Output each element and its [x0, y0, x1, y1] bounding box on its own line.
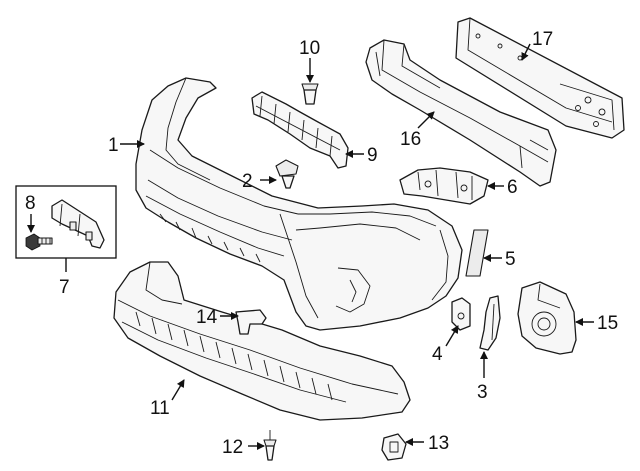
- callout-leaders: [27, 43, 594, 450]
- side-support: [479, 295, 501, 351]
- bumper-cover: [135, 77, 463, 331]
- callout-4: 4: [432, 344, 443, 365]
- reflector-strip: [465, 229, 489, 277]
- callout-2: 2: [242, 171, 253, 192]
- bolt-kit-box: [15, 185, 117, 259]
- upper-retainer: [251, 91, 349, 169]
- side-bracket: [399, 167, 489, 205]
- callout-5: 5: [505, 249, 516, 270]
- callout-15: 15: [597, 313, 618, 334]
- callout-numbers: 1 2 3 4 5 6 7 8 9 10 11 12 13 14 15 16 1…: [25, 29, 618, 458]
- bolt-icon: [25, 233, 53, 251]
- push-pin: [263, 430, 277, 461]
- callout-6: 6: [507, 177, 518, 198]
- clip-10: [301, 83, 319, 105]
- leader-4: [445, 325, 459, 347]
- leader-17: [521, 43, 531, 61]
- energy-absorber: [365, 39, 557, 187]
- callout-16: 16: [400, 129, 421, 150]
- nut-clip: [381, 433, 407, 461]
- callout-17: 17: [532, 29, 553, 50]
- callout-12: 12: [222, 437, 243, 458]
- callout-11: 11: [150, 398, 170, 419]
- small-bracket: [451, 297, 471, 331]
- lower-valance: [113, 261, 411, 421]
- fog-lamp-bracket: [517, 281, 577, 355]
- callout-1: 1: [108, 135, 119, 156]
- sensor-bracket: [235, 309, 267, 335]
- callout-10: 10: [299, 38, 320, 59]
- clip-2: [275, 159, 299, 189]
- leader-11: [171, 379, 185, 401]
- callout-7: 7: [59, 277, 70, 298]
- callout-14: 14: [196, 307, 218, 328]
- leader-16: [417, 111, 435, 129]
- callout-8: 8: [25, 193, 36, 214]
- callout-3: 3: [477, 382, 488, 403]
- callout-9: 9: [367, 145, 378, 166]
- callout-13: 13: [428, 433, 449, 454]
